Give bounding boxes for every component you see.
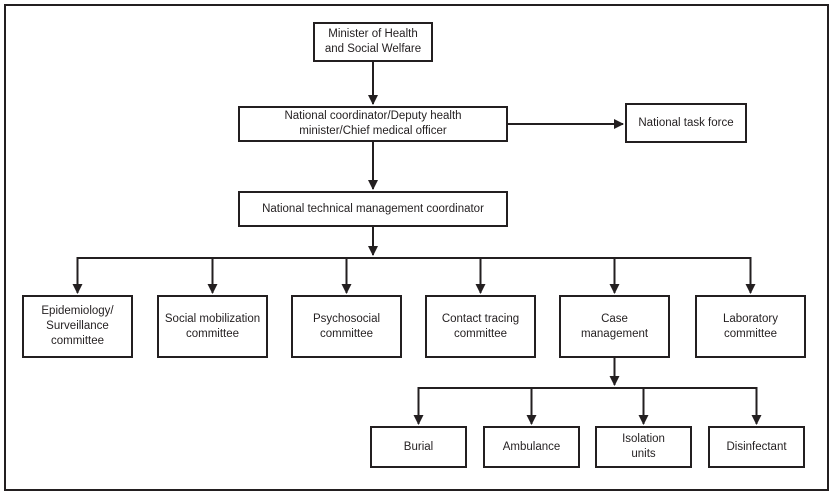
node-national-task-force: National task force bbox=[625, 103, 747, 143]
figure-border bbox=[4, 4, 829, 491]
node-committee-laboratory: Laboratory committee bbox=[695, 295, 806, 358]
node-committee-social-mobilization: Social mobilization committee bbox=[157, 295, 268, 358]
node-unit-disinfectant: Disinfectant bbox=[708, 426, 805, 468]
node-unit-ambulance: Ambulance bbox=[483, 426, 580, 468]
node-minister-of-health: Minister of Health and Social Welfare bbox=[313, 22, 433, 62]
node-committee-epidemiology-surveillance: Epidemiology/ Surveillance committee bbox=[22, 295, 133, 358]
node-committee-psychosocial: Psychosocial committee bbox=[291, 295, 402, 358]
node-committee-case-management: Case management bbox=[559, 295, 670, 358]
node-unit-isolation-units: Isolation units bbox=[595, 426, 692, 468]
node-national-technical-management-coordinator: National technical management coordinato… bbox=[238, 191, 508, 227]
node-national-coordinator: National coordinator/Deputy health minis… bbox=[238, 106, 508, 142]
node-committee-contact-tracing: Contact tracing committee bbox=[425, 295, 536, 358]
node-unit-burial: Burial bbox=[370, 426, 467, 468]
